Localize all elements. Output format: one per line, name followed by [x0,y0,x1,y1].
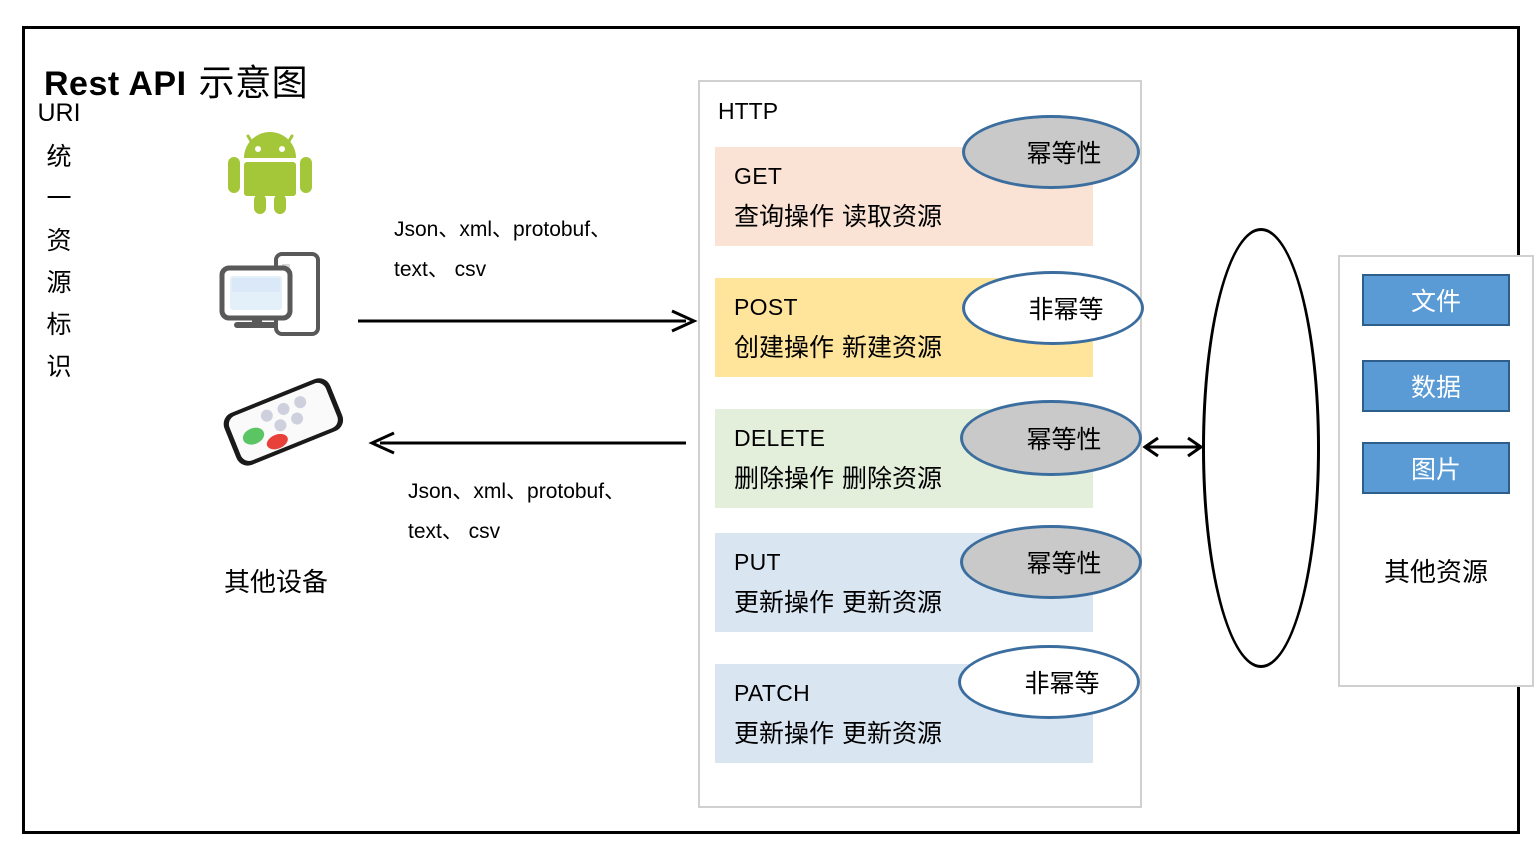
idempotency-label-put: 幂等性 [1026,549,1102,578]
idempotency-badge-get: 幂等性 [962,115,1140,189]
method-desc-put: 更新操作 更新资源 [734,588,942,617]
other-devices-label: 其他设备 [224,568,329,598]
resource-chip-data-label: 数据 [1410,373,1461,402]
idempotency-label-post: 非幂等 [1028,295,1104,324]
method-desc-delete: 删除操作 删除资源 [734,464,942,493]
uri-expansion-char-2: 资 [46,226,72,255]
method-desc-patch: 更新操作 更新资源 [734,719,942,748]
idempotency-label-delete: 幂等性 [1026,425,1102,454]
method-desc-get: 查询操作 读取资源 [734,202,942,231]
idempotency-badge-post: 非幂等 [962,271,1144,345]
method-name-put: PUT [734,549,781,575]
response-payload-line-1: Json、xml、protobuf、 [408,480,626,503]
uri-expansion-char-5: 识 [46,352,72,381]
method-name-get: GET [734,163,783,189]
uri-ellipse [1202,228,1320,668]
page-title-en: Rest API [44,65,187,103]
request-payload-line-2: text、 csv [394,258,487,281]
resource-panel-footer: 其他资源 [1383,558,1488,588]
method-desc-post: 创建操作 新建资源 [734,333,942,362]
uri-expansion-char-1: 一 [46,184,72,213]
method-name-delete: DELETE [734,425,826,451]
uri-abbr-label: URI [37,99,81,127]
method-name-post: POST [734,294,798,320]
response-payload-line-2: text、 csv [408,520,501,543]
response-arrow [368,431,686,455]
request-payload-label: Json、xml、protobuf、 text、 csv [394,210,611,290]
http-uri-bidirectional-arrow [1142,436,1204,458]
idempotency-badge-patch: 非幂等 [958,645,1140,719]
resource-chip-data[interactable]: 数据 [1362,360,1510,412]
resource-chip-image[interactable]: 图片 [1362,442,1510,494]
page-title-cn: 示意图 [198,63,309,104]
request-arrow [358,309,698,333]
desktop-computer-icon [219,252,320,336]
uri-expansion-char-0: 统 [46,142,72,171]
resource-chip-image-label: 图片 [1410,455,1461,484]
idempotency-label-get: 幂等性 [1026,139,1102,168]
method-name-patch: PATCH [734,680,811,706]
uri-expansion-char-4: 标 [46,310,72,339]
response-payload-label: Json、xml、protobuf、 text、 csv [408,472,625,552]
request-payload-line-1: Json、xml、protobuf、 [394,218,612,241]
idempotency-badge-put: 幂等性 [960,525,1142,599]
android-robot-icon [228,132,312,214]
idempotency-badge-delete: 幂等性 [960,400,1142,476]
uri-expansion-label: 统 一 资 源 标 识 [0,136,118,388]
smartphone-icon [223,378,344,466]
http-label: HTTP [718,98,779,124]
resource-chip-file-label: 文件 [1410,287,1461,316]
resource-chip-file[interactable]: 文件 [1362,274,1510,326]
uri-expansion-char-3: 源 [46,268,72,297]
page-title: Rest API 示意图 [44,54,308,106]
idempotency-label-patch: 非幂等 [1024,669,1100,698]
